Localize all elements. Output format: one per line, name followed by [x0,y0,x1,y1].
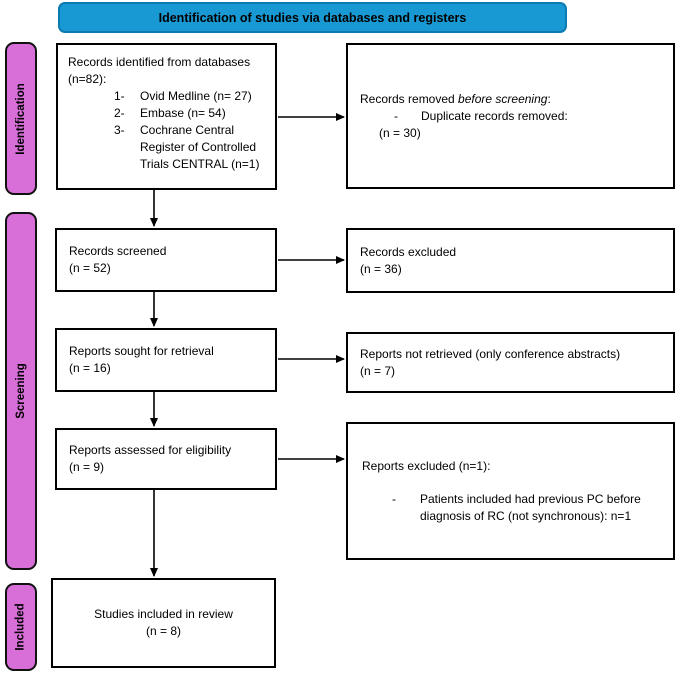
list-item: 1- Ovid Medline (n= 27) [114,88,269,105]
stage-included-text: Included [15,603,27,651]
records-screened-count: (n = 52) [69,261,111,275]
title-italic: before screening [458,91,548,106]
list-item: - Patients included had previous PC befo… [392,491,663,525]
box-records-excluded: Records excluded (n = 36) [346,228,675,293]
identification-banner: Identification of studies via databases … [58,2,567,33]
records-excluded-label: Records excluded [360,244,457,259]
list-text: Ovid Medline (n= 27) [140,89,252,103]
list-text: Embase (n= 54) [140,106,226,120]
records-identified-title: Records identified from databases (n=82)… [68,55,251,86]
box-reports-sought: Reports sought for retrieval (n = 16) [55,328,277,392]
stage-identification-text: Identification [15,82,27,155]
reports-excluded-title: Reports excluded (n=1): [362,459,491,473]
reports-not-retrieved-label: Reports not retrieved (only conference a… [360,346,621,361]
title-suffix: : [547,91,551,106]
stage-screening-text: Screening [15,363,28,419]
reports-sought-label: Reports sought for retrieval [69,344,214,358]
records-excluded-count: (n = 36) [360,261,402,276]
box-reports-not-retrieved: Reports not retrieved (only conference a… [346,332,675,393]
box-records-removed: Records removed before screening: - Dupl… [346,43,675,189]
reports-sought-count: (n = 16) [69,361,111,375]
list-marker: - [392,492,396,506]
stage-label-identification: Identification [5,42,37,195]
box-studies-included: Studies included in review (n = 8) [51,578,276,668]
banner-label: Identification of studies via databases … [158,10,467,25]
list-item: 3- Cochrane Central Register of Controll… [114,122,269,173]
box-reports-assessed: Reports assessed for eligibility (n = 9) [55,428,277,490]
stage-label-screening: Screening [5,212,37,570]
list-marker: 1- [114,89,125,103]
studies-included-count: (n = 8) [145,624,181,638]
title-prefix: Records removed [360,91,459,106]
list-text: Patients included had previous PC before… [420,492,641,523]
reports-assessed-count: (n = 9) [69,460,105,474]
reports-assessed-label: Reports assessed for eligibility [69,443,232,457]
records-removed-title: Records removed before screening: [360,91,673,108]
list-item: 2- Embase (n= 54) [114,105,269,122]
studies-included-label: Studies included in review [94,607,233,621]
list-text: Cochrane Central Register of Controlled … [140,123,260,171]
box-records-screened: Records screened (n = 52) [55,228,277,292]
records-removed-count: (n = 30) [379,125,421,140]
reports-not-retrieved-count: (n = 7) [360,363,396,378]
list-marker: 3- [114,123,125,137]
list-marker: 2- [114,106,125,120]
list-item: - Duplicate records removed: [394,108,673,125]
box-reports-excluded: Reports excluded (n=1): - Patients inclu… [346,422,675,560]
box-records-identified: Records identified from databases (n=82)… [56,43,277,190]
stage-label-included: Included [5,583,37,671]
list-text: Duplicate records removed: [421,108,568,123]
records-screened-label: Records screened [69,244,167,258]
list-marker: - [394,108,398,123]
